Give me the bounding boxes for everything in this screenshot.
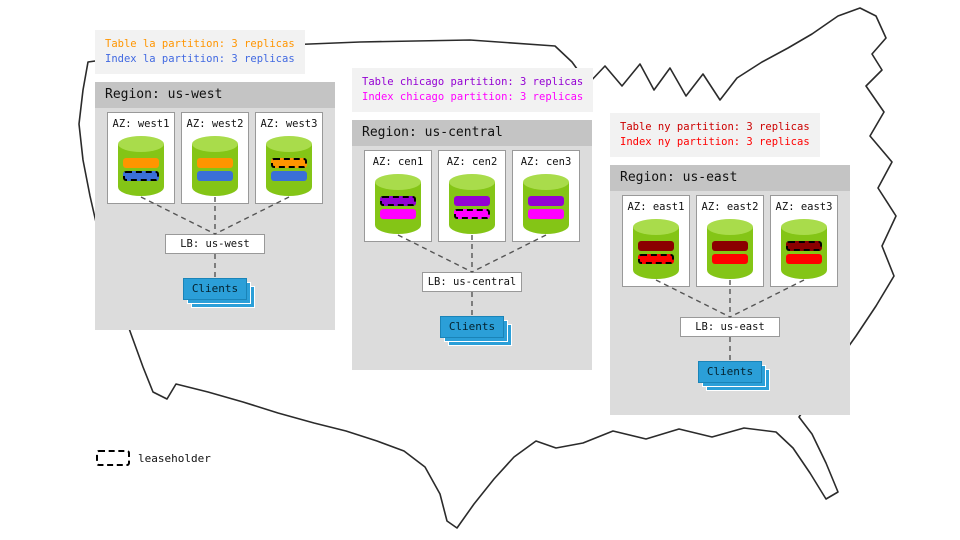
- az-label: AZ: west2: [186, 118, 244, 130]
- database-cylinder: [118, 136, 164, 196]
- annotation-line-index: Index chicago partition: 3 replicas: [362, 91, 584, 103]
- annotation-us-central: Table chicago partition: 3 replicas Inde…: [352, 68, 594, 112]
- cylinder-top-ellipse: [266, 136, 312, 152]
- annotation-us-west: Table la partition: 3 replicas Index la …: [95, 30, 305, 74]
- index-replica-bar: [271, 171, 307, 181]
- cylinder-top-ellipse: [523, 174, 569, 190]
- region-us-central: Region: us-central AZ: cen1 AZ: cen2: [352, 120, 592, 370]
- load-balancer-us-central: LB: us-central: [422, 272, 522, 292]
- load-balancer-us-east: LB: us-east: [680, 317, 780, 337]
- table-replica-bar: [197, 158, 233, 168]
- cylinder-body: [192, 144, 238, 196]
- load-balancer-us-west: LB: us-west: [165, 234, 265, 254]
- table-replica-bar: [712, 241, 748, 251]
- annotation-line-table: Table la partition: 3 replicas: [105, 38, 295, 50]
- region-title: Region: us-west: [95, 82, 335, 108]
- clients-label: Clients: [698, 361, 762, 383]
- az-east1: AZ: east1: [622, 195, 690, 287]
- az-row: AZ: east1 AZ: east2 AZ: east3: [622, 195, 838, 287]
- index-replica-bar: [380, 209, 416, 219]
- region-us-east: Region: us-east AZ: east1 AZ: east2: [610, 165, 850, 415]
- az-east3: AZ: east3: [770, 195, 838, 287]
- az-label: AZ: east1: [627, 201, 685, 213]
- database-cylinder: [375, 174, 421, 234]
- clients-us-east: Clients: [698, 361, 770, 391]
- database-cylinder: [523, 174, 569, 234]
- cylinder-top-ellipse: [192, 136, 238, 152]
- database-cylinder: [707, 219, 753, 279]
- index-replica-bar: [197, 171, 233, 181]
- database-cylinder: [781, 219, 827, 279]
- cylinder-body: [118, 144, 164, 196]
- index-replica-bar: [712, 254, 748, 264]
- table-replica-bar: [638, 241, 674, 251]
- database-cylinder: [266, 136, 312, 196]
- annotation-line-index: Index ny partition: 3 replicas: [620, 136, 810, 148]
- cylinder-body: [266, 144, 312, 196]
- index-replica-bar: [123, 171, 159, 181]
- az-label: AZ: east3: [775, 201, 833, 213]
- az-label: AZ: west3: [260, 118, 318, 130]
- database-cylinder: [192, 136, 238, 196]
- az-row: AZ: cen1 AZ: cen2 AZ: cen3: [364, 150, 580, 242]
- annotation-us-east: Table ny partition: 3 replicas Index ny …: [610, 113, 820, 157]
- index-replica-bar: [638, 254, 674, 264]
- cylinder-top-ellipse: [707, 219, 753, 235]
- database-cylinder: [449, 174, 495, 234]
- legend-label: leaseholder: [138, 451, 211, 465]
- az-label: AZ: cen3: [520, 156, 572, 168]
- az-label: AZ: cen1: [372, 156, 424, 168]
- cylinder-body: [707, 227, 753, 279]
- database-cylinder: [633, 219, 679, 279]
- az-west2: AZ: west2: [181, 112, 249, 204]
- cylinder-body: [633, 227, 679, 279]
- table-replica-bar: [271, 158, 307, 168]
- index-replica-bar: [786, 254, 822, 264]
- region-title: Region: us-central: [352, 120, 592, 146]
- cylinder-top-ellipse: [375, 174, 421, 190]
- az-label: AZ: west1: [112, 118, 170, 130]
- cylinder-body: [449, 182, 495, 234]
- az-west1: AZ: west1: [107, 112, 175, 204]
- clients-us-central: Clients: [440, 316, 512, 346]
- az-label: AZ: cen2: [446, 156, 498, 168]
- cylinder-body: [375, 182, 421, 234]
- clients-label: Clients: [183, 278, 247, 300]
- az-row: AZ: west1 AZ: west2 AZ: west3: [107, 112, 323, 204]
- leaseholder-swatch-icon: [96, 450, 130, 466]
- annotation-line-table: Table ny partition: 3 replicas: [620, 121, 810, 133]
- legend: leaseholder: [96, 450, 211, 466]
- index-replica-bar: [454, 209, 490, 219]
- clients-label: Clients: [440, 316, 504, 338]
- cylinder-top-ellipse: [781, 219, 827, 235]
- cylinder-top-ellipse: [118, 136, 164, 152]
- cylinder-body: [781, 227, 827, 279]
- index-replica-bar: [528, 209, 564, 219]
- cylinder-body: [523, 182, 569, 234]
- table-replica-bar: [123, 158, 159, 168]
- annotation-line-table: Table chicago partition: 3 replicas: [362, 76, 584, 88]
- table-replica-bar: [380, 196, 416, 206]
- az-cen1: AZ: cen1: [364, 150, 432, 242]
- clients-us-west: Clients: [183, 278, 255, 308]
- table-replica-bar: [528, 196, 564, 206]
- region-title: Region: us-east: [610, 165, 850, 191]
- cylinder-top-ellipse: [449, 174, 495, 190]
- region-us-west: Region: us-west AZ: west1 AZ: west2: [95, 82, 335, 330]
- cylinder-top-ellipse: [633, 219, 679, 235]
- table-replica-bar: [786, 241, 822, 251]
- az-label: AZ: east2: [701, 201, 759, 213]
- az-cen2: AZ: cen2: [438, 150, 506, 242]
- az-east2: AZ: east2: [696, 195, 764, 287]
- az-cen3: AZ: cen3: [512, 150, 580, 242]
- annotation-line-index: Index la partition: 3 replicas: [105, 53, 295, 65]
- az-west3: AZ: west3: [255, 112, 323, 204]
- table-replica-bar: [454, 196, 490, 206]
